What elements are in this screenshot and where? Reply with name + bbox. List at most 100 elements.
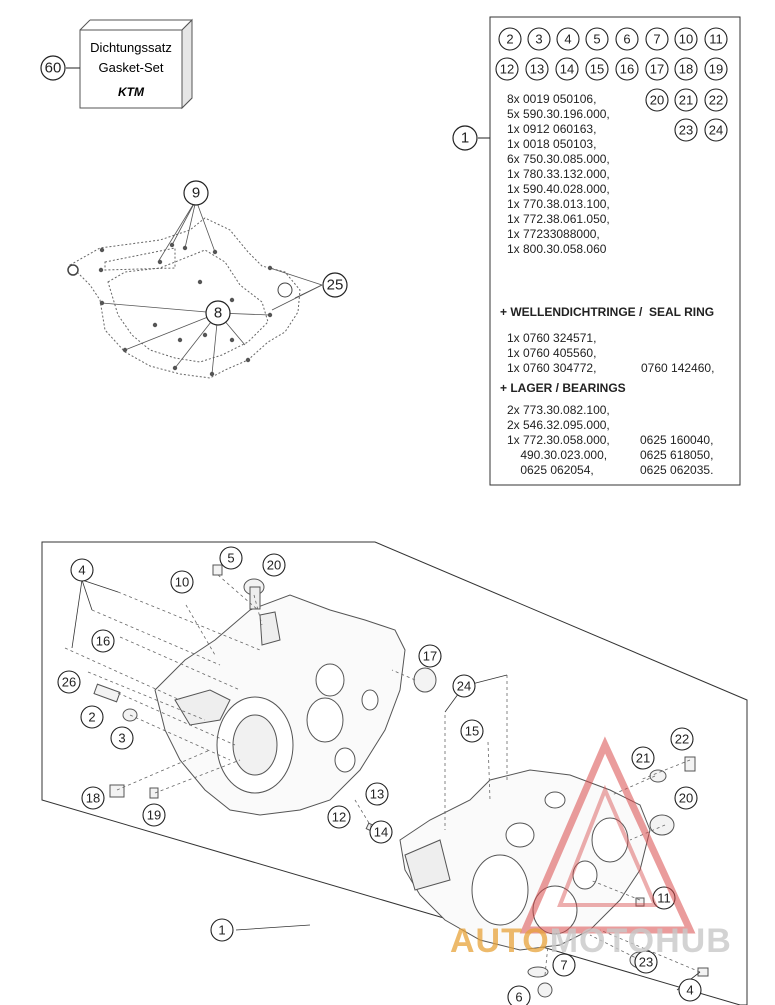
- kit-callout-12: 12: [495, 57, 519, 81]
- callout-8: 8: [205, 300, 231, 326]
- seal-ring-list: 1x 0760 324571,1x 0760 405560,1x 0760 30…: [507, 331, 596, 376]
- part-line: 0625 062054,: [507, 463, 594, 477]
- svg-text:12: 12: [500, 62, 514, 77]
- part-line: 1x 780.33.132.000,: [507, 167, 610, 181]
- svg-text:21: 21: [636, 751, 650, 766]
- kit-callout-23: 23: [674, 118, 698, 142]
- kit-callout-2: 2: [498, 27, 522, 51]
- svg-text:15: 15: [590, 62, 604, 77]
- callout-18-8: 18: [81, 786, 105, 810]
- part-line: 6x 750.30.085.000,: [507, 152, 610, 166]
- part-line: 5x 590.30.196.000,: [507, 107, 610, 121]
- svg-text:11: 11: [709, 32, 723, 47]
- kit-callout-16: 16: [615, 57, 639, 81]
- svg-text:60: 60: [45, 60, 62, 77]
- svg-text:1: 1: [218, 923, 225, 938]
- watermark-text: AUTOMOTOHUB: [450, 922, 732, 961]
- part-line: 1x 0760 324571,: [507, 331, 597, 345]
- svg-text:11: 11: [657, 891, 671, 906]
- part-line: 1x 77233088000,: [507, 227, 600, 241]
- part-line: 0625 160040,: [640, 433, 714, 447]
- part-line: 490.30.023.000,: [507, 448, 608, 462]
- part-line: 1x 0018 050103,: [507, 137, 597, 151]
- svg-text:25: 25: [327, 277, 344, 294]
- svg-text:2: 2: [88, 710, 95, 725]
- gasket-bolt-hole: [245, 357, 251, 363]
- svg-text:20: 20: [679, 791, 693, 806]
- callout-60: 60: [40, 55, 66, 81]
- callout-14-17: 14: [369, 820, 393, 844]
- callout-12-15: 12: [327, 805, 351, 829]
- kit-callout-4: 4: [556, 27, 580, 51]
- part-line: 1x 772.30.058.000,: [507, 433, 610, 447]
- watermark-moto: MOTO: [549, 922, 656, 960]
- part-line: 1x 0760 304772,: [507, 361, 597, 375]
- svg-text:10: 10: [175, 575, 189, 590]
- part-line: 0625 062035.: [640, 463, 714, 477]
- kit-callout-22: 22: [704, 88, 728, 112]
- kit-callout-10: 10: [674, 27, 698, 51]
- callout-5-1: 5: [219, 546, 243, 570]
- crankcase-gasket: [69, 217, 301, 379]
- svg-text:8: 8: [214, 305, 222, 322]
- kit-callout-6: 6: [615, 27, 639, 51]
- kit-part-list: 8x 0019 050106,5x 590.30.196.000,1x 0912…: [507, 92, 610, 257]
- part-line: 1x 772.38.061.050,: [507, 212, 610, 226]
- kit-callout-14: 14: [555, 57, 579, 81]
- callout-4-23: 4: [678, 978, 702, 1002]
- svg-text:18: 18: [679, 62, 693, 77]
- callout-16-4: 16: [91, 629, 115, 653]
- svg-text:16: 16: [96, 634, 110, 649]
- part-line: 1x 590.40.028.000,: [507, 182, 610, 196]
- svg-text:17: 17: [650, 62, 664, 77]
- svg-text:7: 7: [653, 32, 660, 47]
- kit-callout-5: 5: [585, 27, 609, 51]
- kit-callout-7: 7: [645, 27, 669, 51]
- kit-callout-24: 24: [704, 118, 728, 142]
- callout-26-5: 26: [57, 670, 81, 694]
- callout-13-16: 13: [365, 782, 389, 806]
- callout-20-2: 20: [262, 553, 286, 577]
- callout-20-18: 20: [674, 786, 698, 810]
- callout-17-10: 17: [418, 644, 442, 668]
- watermark-hub: HUB: [655, 922, 732, 960]
- svg-text:4: 4: [78, 563, 85, 578]
- seal-ring-heading: + WELLENDICHTRINGE / SEAL RING: [500, 305, 715, 319]
- gasket-set-title-en: Gasket-Set: [98, 60, 163, 75]
- kit-callout-20: 20: [645, 88, 669, 112]
- seal-ring-extra: 0760 142460,: [641, 361, 715, 375]
- part-line: 1x 800.30.058.060: [507, 242, 607, 256]
- kit-callout-13: 13: [525, 57, 549, 81]
- svg-text:23: 23: [639, 955, 653, 970]
- kit-callout-21: 21: [674, 88, 698, 112]
- svg-text:14: 14: [560, 62, 574, 77]
- bearings-list-right: 0625 160040,0625 618050,0625 062035.: [640, 433, 713, 478]
- bearings-heading: + LAGER / BEARINGS: [500, 381, 626, 395]
- svg-text:6: 6: [623, 32, 630, 47]
- gasket-bolt-hole: [98, 267, 104, 273]
- callout-1-kit: 1: [452, 125, 478, 151]
- svg-text:4: 4: [564, 32, 571, 47]
- callout-23-21: 23: [634, 950, 658, 974]
- svg-text:22: 22: [675, 732, 689, 747]
- svg-text:24: 24: [709, 123, 723, 138]
- gasket-bolt-hole: [229, 297, 235, 303]
- svg-text:6: 6: [515, 990, 522, 1005]
- kit-contents-box: [489, 16, 741, 486]
- svg-text:20: 20: [650, 93, 664, 108]
- svg-text:3: 3: [118, 731, 125, 746]
- svg-text:13: 13: [370, 787, 384, 802]
- callout-11-19: 11: [652, 886, 676, 910]
- part-line: 2x 773.30.082.100,: [507, 403, 610, 417]
- crankcase-frame: [41, 541, 748, 1005]
- svg-text:13: 13: [530, 62, 544, 77]
- gasket-bolt-hole: [99, 247, 105, 253]
- svg-text:2: 2: [506, 32, 513, 47]
- callout-6-22: 6: [507, 985, 531, 1005]
- svg-text:9: 9: [192, 185, 200, 202]
- part-line: 8x 0019 050106,: [507, 92, 597, 106]
- callout-19-9: 19: [142, 803, 166, 827]
- svg-text:14: 14: [374, 825, 388, 840]
- callout-3-7: 3: [110, 726, 134, 750]
